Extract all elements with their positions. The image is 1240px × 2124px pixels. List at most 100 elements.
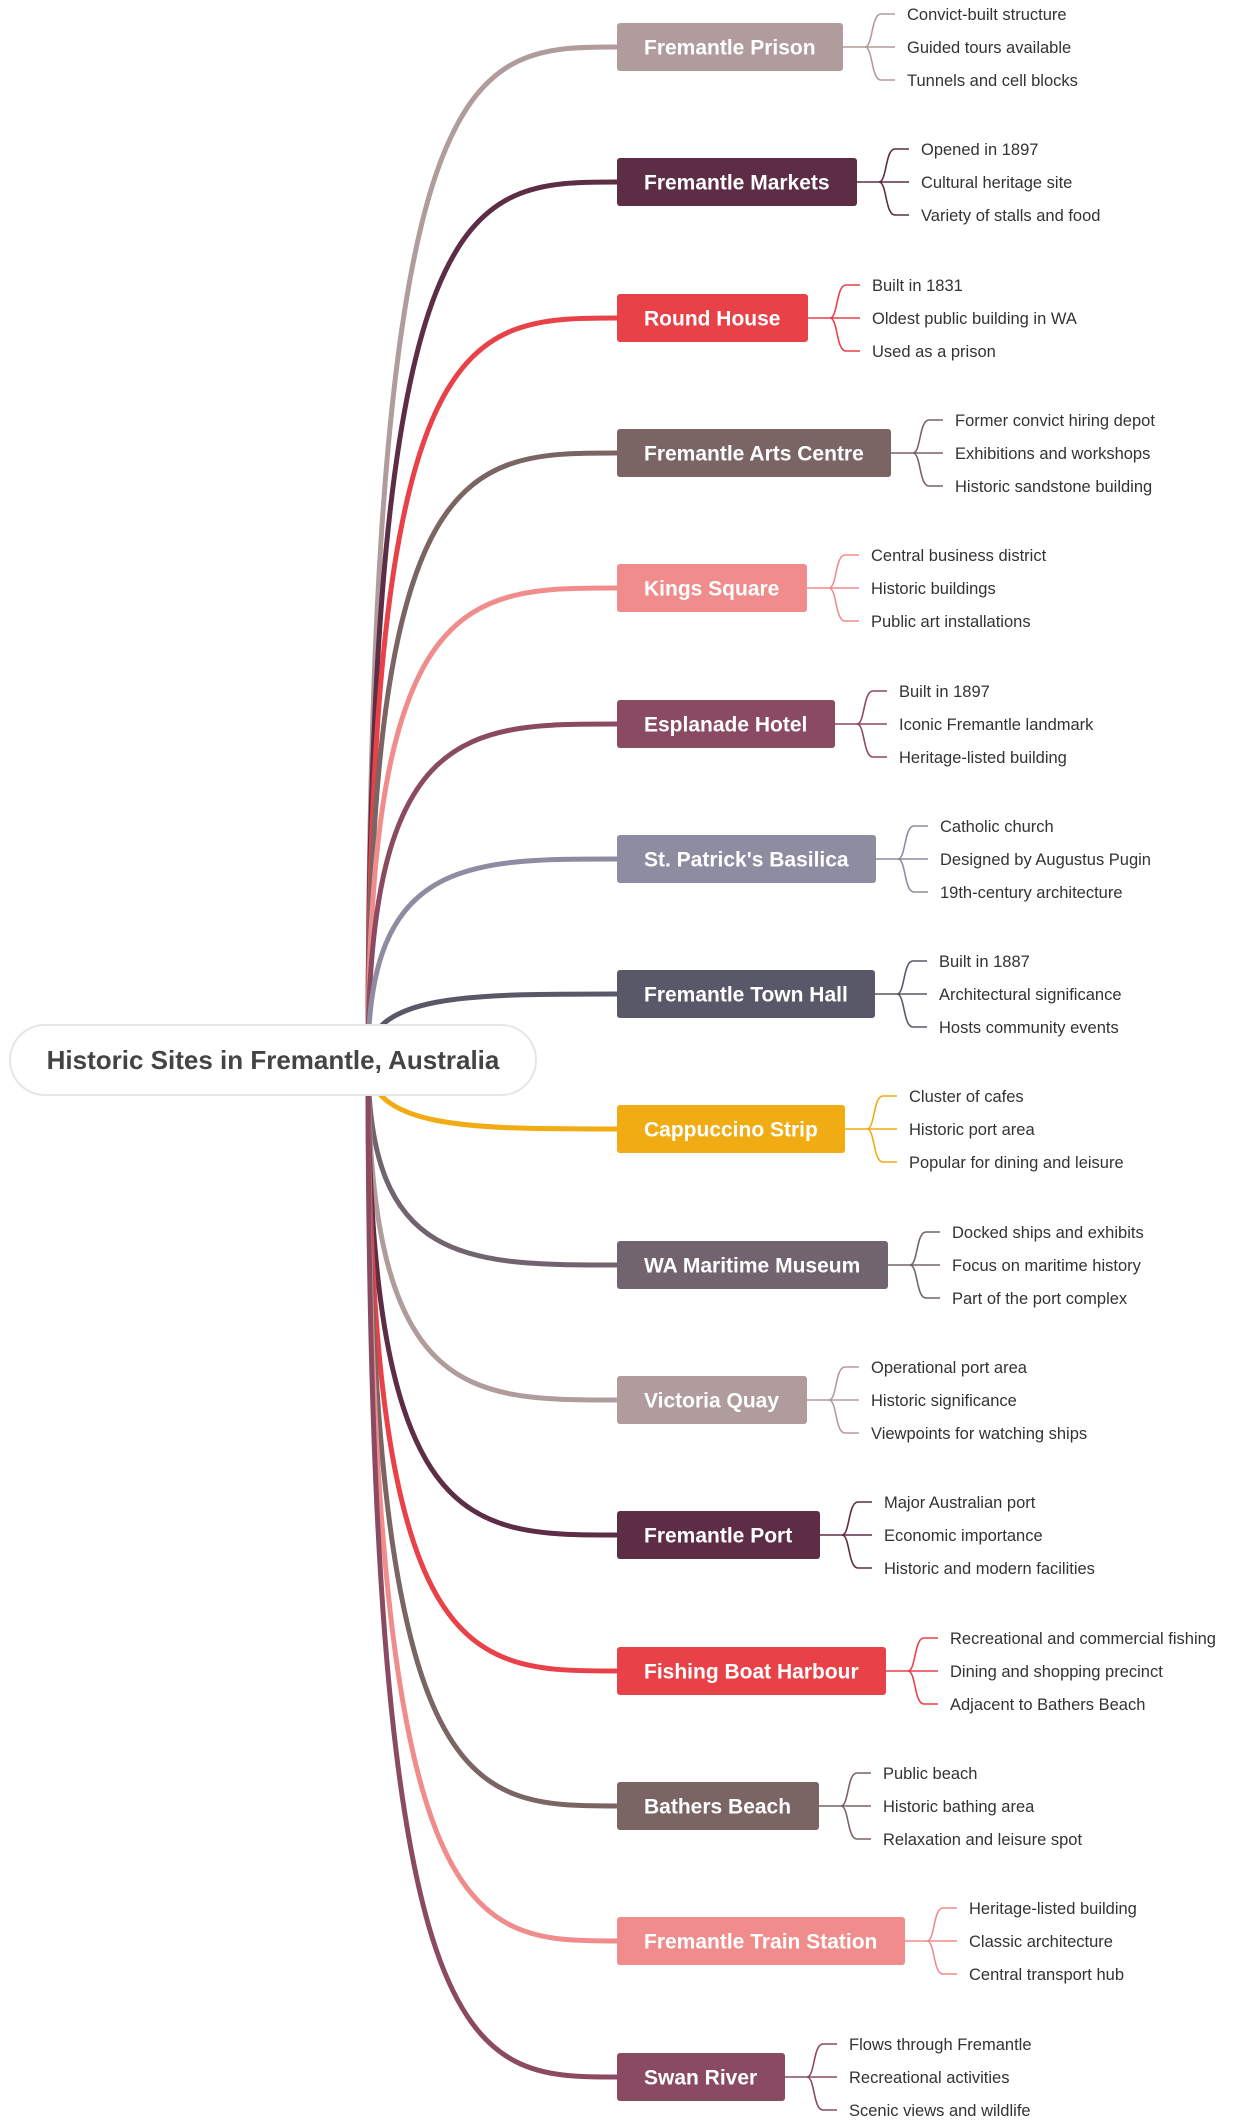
leaf-item: Flows through Fremantle xyxy=(849,2036,1032,2054)
leaf-item: Historic buildings xyxy=(871,580,996,598)
leaf-connector xyxy=(878,181,909,216)
branch-victoria-quay[interactable]: Victoria Quay xyxy=(617,1376,807,1424)
leaf-item: Central transport hub xyxy=(969,1966,1124,1984)
branch-wa-maritime-museum[interactable]: WA Maritime Museum xyxy=(617,1241,888,1289)
connector-wa-maritime-museum xyxy=(365,1057,620,1268)
leaf-connector xyxy=(897,825,928,860)
leaf-connector xyxy=(828,587,859,622)
branch-label: Round House xyxy=(644,308,781,331)
branch-label: Fremantle Train Station xyxy=(644,1931,877,1954)
connector-fremantle-prison xyxy=(365,44,620,1063)
connector-fremantle-markets xyxy=(365,179,620,1063)
branch-label: Fremantle Port xyxy=(644,1525,792,1548)
leaf-connector xyxy=(840,1772,871,1807)
branch-label: Bathers Beach xyxy=(644,1796,791,1819)
branch-label: Fremantle Prison xyxy=(644,37,816,60)
root-node-box xyxy=(9,1024,537,1096)
leaf-connector xyxy=(897,858,928,893)
branch-fremantle-markets[interactable]: Fremantle Markets xyxy=(617,158,857,206)
leaf-item: Major Australian port xyxy=(884,1494,1036,1512)
leaf-item: Classic architecture xyxy=(969,1933,1113,1951)
leaf-item: Economic importance xyxy=(884,1527,1043,1545)
leaf-item: Built in 1831 xyxy=(872,277,963,295)
leaf-item: Used as a prison xyxy=(872,343,996,361)
leaf-item: Architectural significance xyxy=(939,986,1122,1004)
leaf-item: Designed by Augustus Pugin xyxy=(940,851,1151,869)
branch-label: Kings Square xyxy=(644,578,779,601)
leaf-item: Heritage-listed building xyxy=(899,749,1067,767)
leaf-item: Guided tours available xyxy=(907,39,1071,57)
leaf-group-fishing-boat-harbour: Recreational and commercial fishingDinin… xyxy=(886,1630,1216,1714)
leaf-connector xyxy=(864,46,895,81)
branch-fremantle-arts-centre[interactable]: Fremantle Arts Centre xyxy=(617,429,891,477)
leaf-connector xyxy=(840,1805,871,1840)
leaf-item: Part of the port complex xyxy=(952,1290,1128,1308)
leaf-item: Relaxation and leisure spot xyxy=(883,1831,1082,1849)
branch-box xyxy=(617,1782,819,1830)
leaf-connector xyxy=(866,1095,897,1130)
branch-st-patrick-s-basilica[interactable]: St. Patrick's Basilica xyxy=(617,835,876,883)
leaf-item: Convict-built structure xyxy=(907,6,1067,24)
leaf-item: Former convict hiring depot xyxy=(955,412,1155,430)
leaf-connector xyxy=(909,1264,940,1299)
leaf-item: Built in 1887 xyxy=(939,953,1030,971)
connector-kings-square xyxy=(365,585,620,1063)
leaf-item: Iconic Fremantle landmark xyxy=(899,716,1094,734)
branch-cappuccino-strip[interactable]: Cappuccino Strip xyxy=(617,1105,845,1153)
branch-fremantle-town-hall[interactable]: Fremantle Town Hall xyxy=(617,970,875,1018)
branch-box xyxy=(617,294,808,342)
branch-bathers-beach[interactable]: Bathers Beach xyxy=(617,1782,819,1830)
branch-label: Fremantle Town Hall xyxy=(644,984,848,1007)
branch-box xyxy=(617,1917,905,1965)
leaf-item: Exhibitions and workshops xyxy=(955,445,1150,463)
leaf-item: Scenic views and wildlife xyxy=(849,2102,1031,2120)
leaf-connector xyxy=(806,2076,837,2111)
leaf-item: Historic port area xyxy=(909,1121,1035,1139)
leaf-connector xyxy=(828,1399,859,1434)
leaf-item: Docked ships and exhibits xyxy=(952,1224,1144,1242)
leaf-item: Opened in 1897 xyxy=(921,141,1038,159)
leaf-item: Recreational activities xyxy=(849,2069,1010,2087)
branch-box xyxy=(617,1241,888,1289)
branch-fremantle-prison[interactable]: Fremantle Prison xyxy=(617,23,843,71)
branch-label: Victoria Quay xyxy=(644,1390,779,1413)
branch-label: Cappuccino Strip xyxy=(644,1119,818,1142)
leaf-item: Historic sandstone building xyxy=(955,478,1152,496)
leaf-connector xyxy=(828,1366,859,1401)
leaf-connector xyxy=(864,13,895,48)
branch-label: Fishing Boat Harbour xyxy=(644,1661,859,1684)
leaf-connector xyxy=(856,690,887,725)
branch-kings-square[interactable]: Kings Square xyxy=(617,564,807,612)
branch-label: Fremantle Arts Centre xyxy=(644,443,864,466)
root-node[interactable]: Historic Sites in Fremantle, Australia xyxy=(9,1024,537,1096)
branch-box xyxy=(617,970,875,1018)
branch-esplanade-hotel[interactable]: Esplanade Hotel xyxy=(617,700,835,748)
connector-fremantle-port xyxy=(365,1057,620,1538)
leaf-item: Heritage-listed building xyxy=(969,1900,1137,1918)
leaf-connector xyxy=(912,419,943,454)
branch-swan-river[interactable]: Swan River xyxy=(617,2053,785,2101)
connector-swan-river xyxy=(365,1057,620,2080)
leaf-item: Cultural heritage site xyxy=(921,174,1072,192)
connector-fremantle-arts-centre xyxy=(365,450,620,1063)
branch-fremantle-train-station[interactable]: Fremantle Train Station xyxy=(617,1917,905,1965)
leaf-connector xyxy=(856,723,887,758)
branch-fishing-boat-harbour[interactable]: Fishing Boat Harbour xyxy=(617,1647,886,1695)
leaf-connector xyxy=(828,554,859,589)
branch-round-house[interactable]: Round House xyxy=(617,294,808,342)
leaf-item: Popular for dining and leisure xyxy=(909,1154,1124,1172)
leaf-connector xyxy=(909,1231,940,1266)
branch-fremantle-port[interactable]: Fremantle Port xyxy=(617,1511,820,1559)
leaf-connector xyxy=(829,317,860,352)
